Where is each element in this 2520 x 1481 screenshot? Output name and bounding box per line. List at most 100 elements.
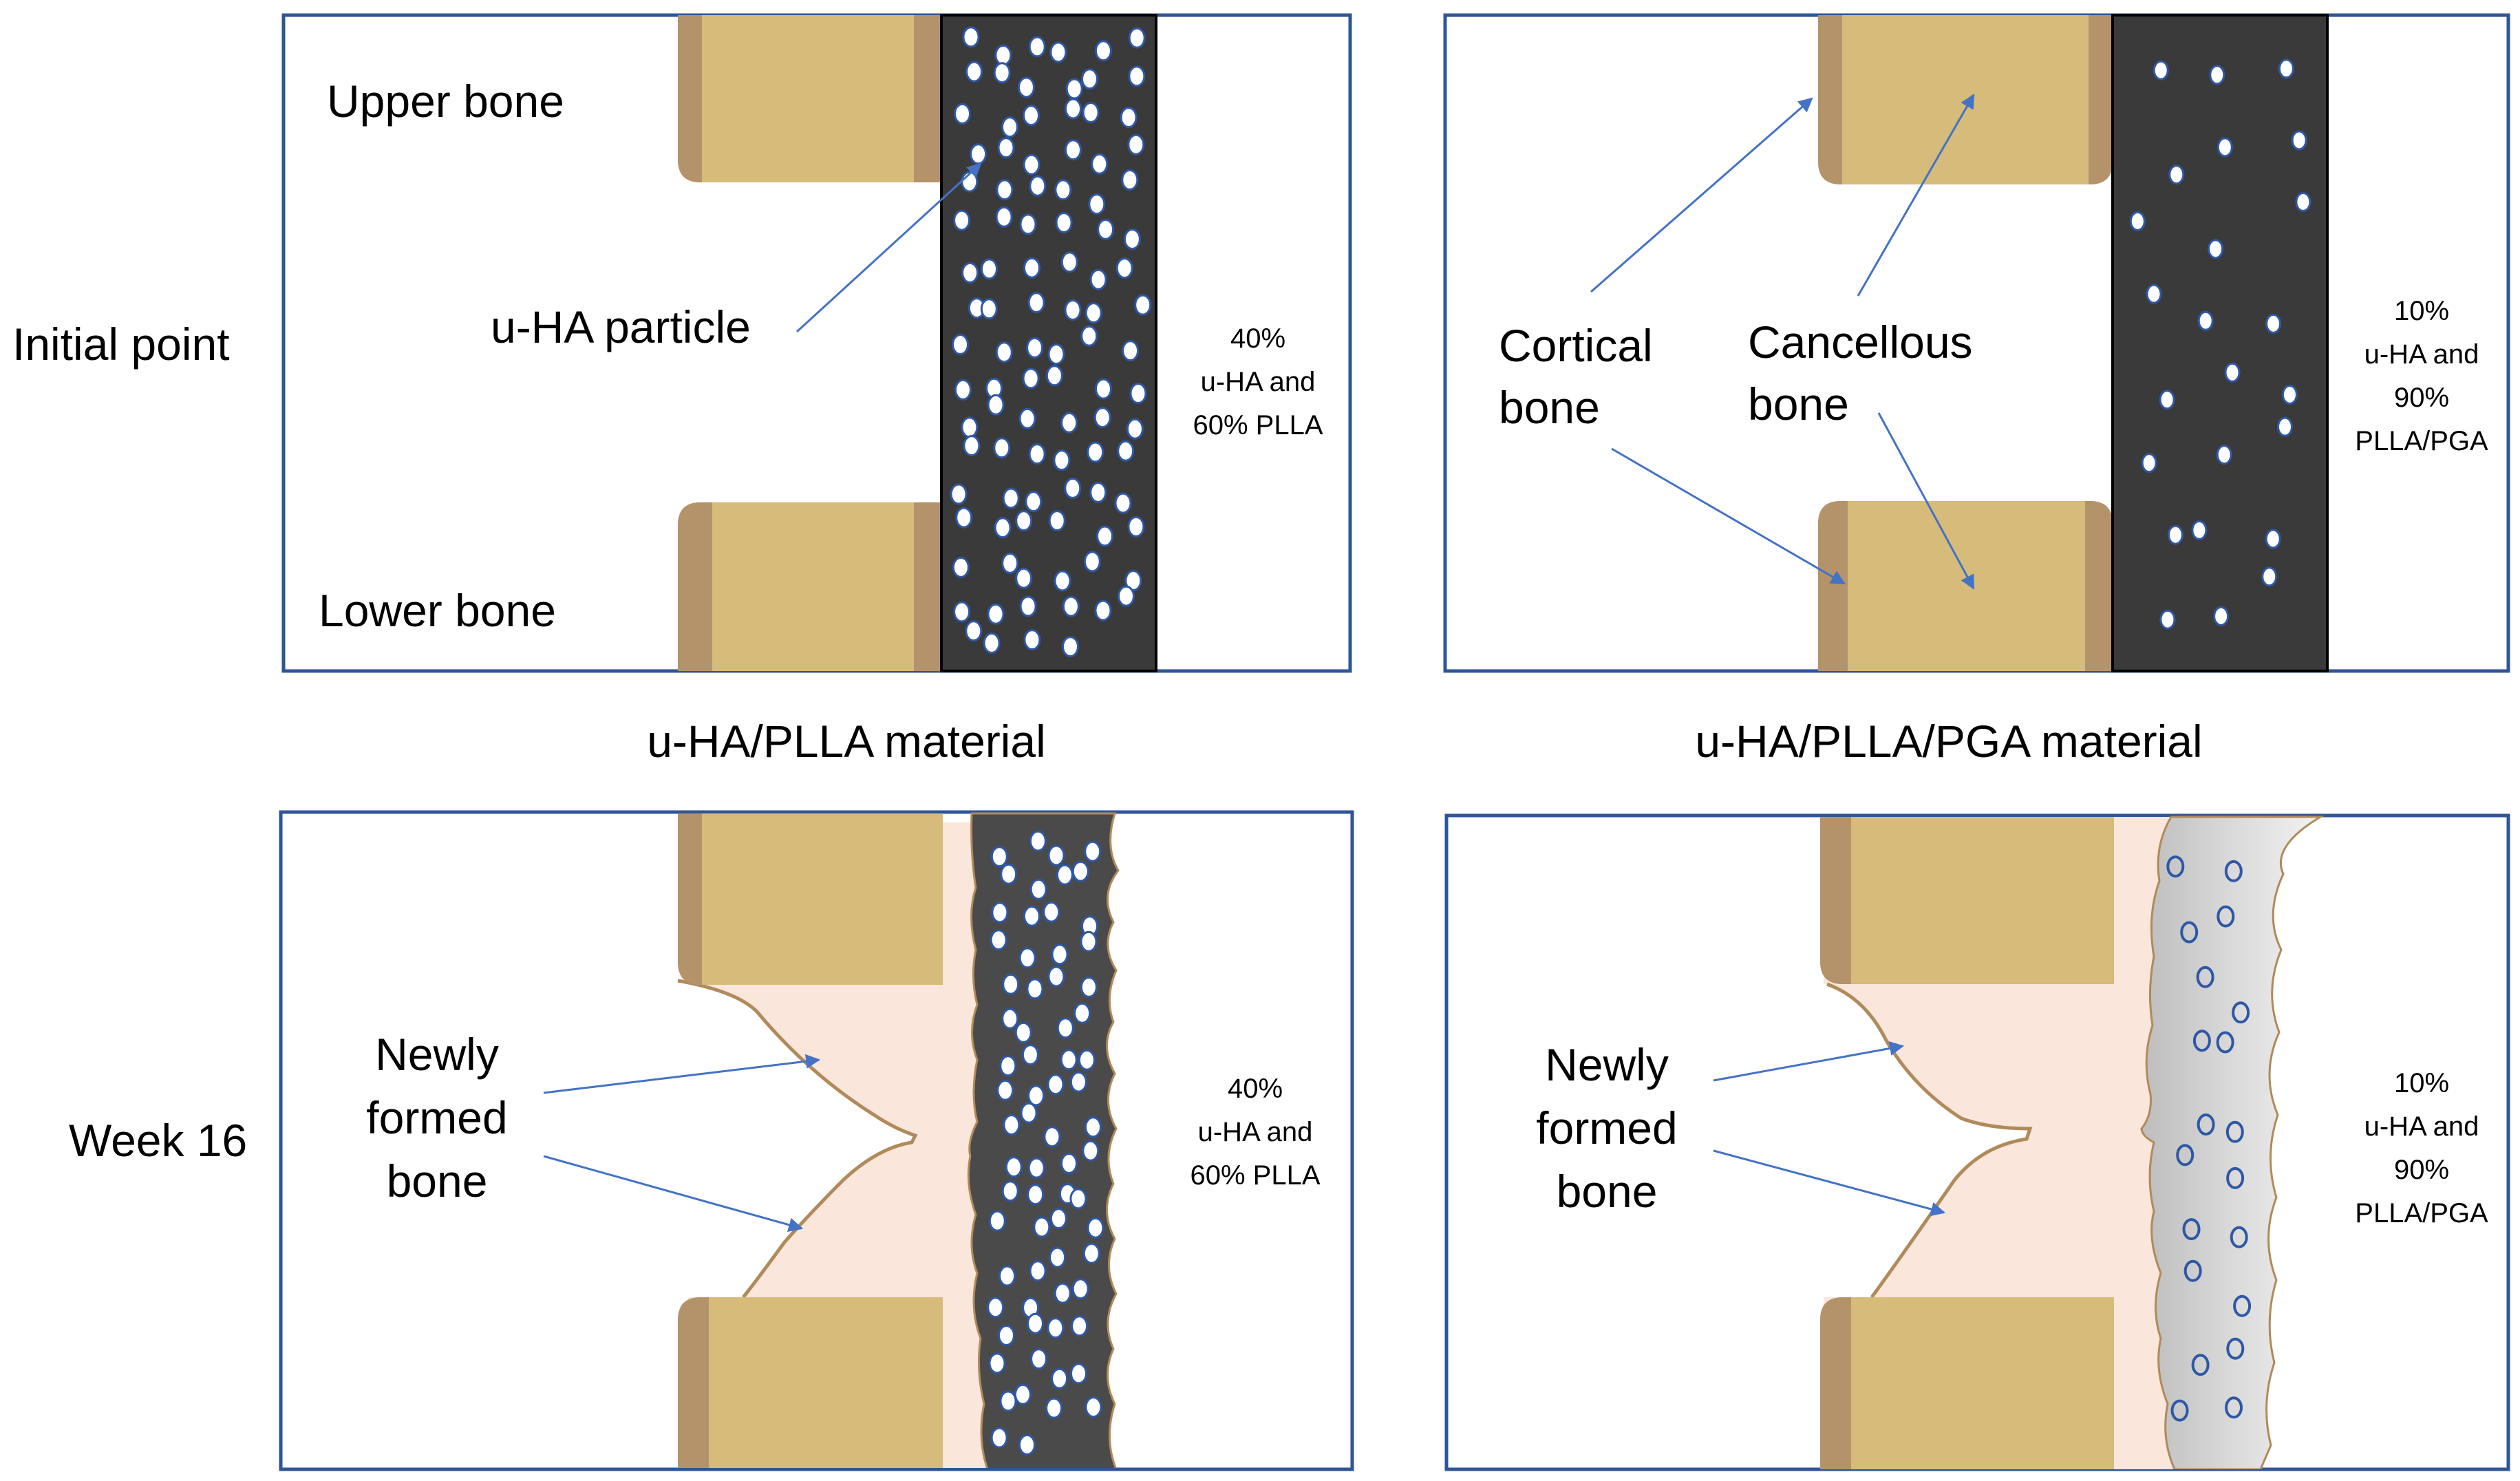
uha-particle <box>2208 239 2224 259</box>
uha-particle <box>1089 268 1107 290</box>
new-bone-arrow-lower <box>1713 1149 1946 1217</box>
uha-particle <box>2216 1031 2234 1054</box>
new-bone-arrow-upper <box>543 1054 821 1094</box>
uha-particle <box>1094 599 1112 621</box>
composition-line: 90% <box>2394 383 2449 413</box>
uha-particle <box>961 416 979 438</box>
uha-particle <box>1117 440 1135 462</box>
uha-particle <box>990 846 1008 868</box>
uha-particle <box>994 517 1012 539</box>
uha-particle <box>993 62 1011 84</box>
row-label-initial-point: Initial point <box>12 319 230 370</box>
uha-particle <box>981 258 998 280</box>
uha-particle <box>1121 169 1139 191</box>
uha-particle <box>1089 482 1107 503</box>
composition-line: 40% <box>1228 1074 1283 1104</box>
uha-particle <box>1087 441 1104 463</box>
new-bone-arrow-upper <box>1713 1041 1905 1082</box>
uha-particle <box>983 632 1001 654</box>
composition-line: 10% <box>2394 296 2449 326</box>
newly-formed-bone-label: bone <box>387 1155 488 1206</box>
newly-formed-bone-gap <box>1824 984 2030 1297</box>
column-caption-uha-plla: u-HA/PLLA material <box>647 716 1046 767</box>
composition-line: 90% <box>2394 1155 2449 1185</box>
cancellous-bone-arrow-upper <box>1857 94 1975 297</box>
upper-bone-block <box>678 813 943 985</box>
composition-line: u-HA and <box>2364 339 2479 370</box>
uha-particle <box>1126 418 1144 440</box>
row-label-week-16: Week 16 <box>69 1115 247 1166</box>
uha-particle <box>955 507 973 529</box>
uha-particles <box>950 26 1152 658</box>
uha-particle <box>1085 1396 1102 1418</box>
uha-particle <box>965 620 983 642</box>
uha-particle <box>1043 1126 1061 1148</box>
uha-particle <box>952 334 969 356</box>
uha-particle <box>961 262 979 284</box>
composition-line: 60% PLLA <box>1190 1160 1320 1191</box>
uha-particle <box>1070 1363 1087 1385</box>
uha-particle <box>1082 1242 1100 1264</box>
newly-formed-bone-label: Newly <box>375 1029 499 1080</box>
uha-particle <box>997 137 1015 159</box>
uha-particle <box>1128 27 1146 49</box>
composition-line: PLLA/PGA <box>2355 1198 2488 1228</box>
uha-particle <box>2141 453 2157 473</box>
cortical-bone-arrow-lower <box>1611 447 1846 585</box>
uha-particle <box>995 341 1013 363</box>
cortical-bone-arrow-upper <box>1590 97 1813 293</box>
uha-particle <box>2224 362 2241 383</box>
uha-particle <box>1080 325 1098 347</box>
uha-particle <box>1023 153 1040 175</box>
uha-particle <box>1129 383 1147 405</box>
uha-particle <box>1048 510 1066 532</box>
uha-particle-label: u-HA particle <box>491 301 751 352</box>
upper-bone-block <box>678 15 941 182</box>
uha-particle <box>1065 98 1082 120</box>
uha-particle <box>1062 595 1080 617</box>
lower-bone-block <box>678 1297 943 1468</box>
cortical-bone-label: bone <box>1499 382 1600 433</box>
uha-particle-arrow <box>795 162 982 333</box>
uha-particles <box>2166 855 2252 1422</box>
uha-particle <box>1018 947 1036 969</box>
uha-particle <box>2166 855 2185 878</box>
new-bone-arrow-lower <box>543 1155 804 1233</box>
uha-particle <box>2153 60 2169 81</box>
uha-particle <box>953 601 971 623</box>
uha-particle <box>2217 905 2235 928</box>
uha-particle <box>995 206 1013 228</box>
uha-particle <box>990 1427 1008 1449</box>
uha-particle <box>1084 840 1102 862</box>
uha-particle <box>999 1055 1017 1077</box>
uha-particle <box>1082 102 1100 123</box>
uha-particle <box>1062 636 1079 658</box>
uha-particle <box>1087 1217 1104 1239</box>
uha-particle <box>1094 40 1112 62</box>
uha-particle <box>2224 860 2243 882</box>
uha-particle <box>2209 65 2225 85</box>
uha-particle <box>990 929 1007 951</box>
uha-particle <box>1043 901 1060 923</box>
uha-particle <box>1051 944 1069 966</box>
uha-particle <box>994 44 1012 66</box>
uha-particle <box>999 1390 1017 1412</box>
uha-particle <box>2213 606 2230 626</box>
newly-formed-bone-gap <box>678 981 915 1297</box>
uha-particle <box>1003 1114 1021 1136</box>
uha-particle <box>1030 1348 1048 1370</box>
uha-particle <box>1064 299 1082 321</box>
composition-line: 10% <box>2394 1068 2449 1098</box>
uha-particle <box>1027 1312 1044 1334</box>
uha-particle <box>1074 1002 1091 1024</box>
uha-particle <box>1115 257 1133 279</box>
uha-particle <box>2183 1259 2202 1282</box>
panel-week16-uha-plla-pga: Newly formed bone 10% u-HA and 90% PLLA/… <box>1444 813 2510 1471</box>
uha-particle <box>954 379 972 401</box>
uha-particle <box>1027 1085 1045 1107</box>
uha-particle <box>2265 313 2282 334</box>
uha-particle <box>1127 134 1145 156</box>
uha-particle <box>1053 449 1071 471</box>
composition-line: 60% PLLA <box>1193 410 1323 440</box>
uha-particle <box>2159 390 2175 410</box>
